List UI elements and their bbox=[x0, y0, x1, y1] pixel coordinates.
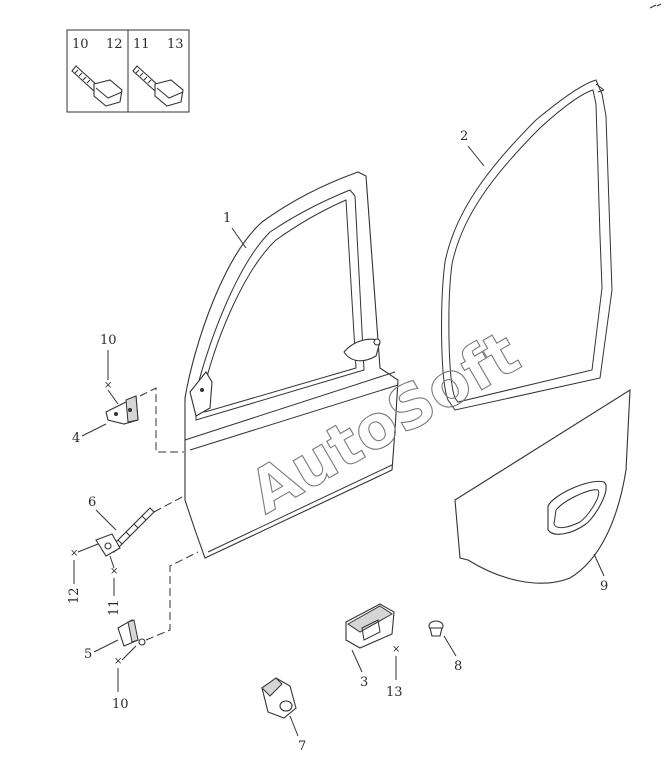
callout-1: 1 bbox=[223, 211, 231, 226]
bolt-icon-a bbox=[71, 65, 123, 107]
upper-hinge bbox=[105, 395, 139, 425]
leader-10-lower-a bbox=[121, 645, 137, 661]
leader-2 bbox=[467, 145, 485, 167]
cross-10-lower: × bbox=[114, 656, 122, 667]
callout-12: 12 bbox=[67, 587, 82, 604]
cross-11: × bbox=[110, 566, 118, 577]
callout-10-upper: 10 bbox=[100, 333, 117, 348]
callout-4: 4 bbox=[72, 431, 80, 446]
lower-hinge bbox=[117, 619, 146, 647]
leader-11-a bbox=[109, 555, 115, 569]
leader-12-a bbox=[77, 543, 99, 553]
door-panel bbox=[184, 171, 399, 559]
callout-5: 5 bbox=[84, 647, 92, 662]
leader-3 bbox=[351, 649, 363, 673]
fastener-legend-box: 10 12 11 13 bbox=[66, 29, 190, 113]
callout-2: 2 bbox=[460, 129, 468, 144]
corner-mark bbox=[649, 3, 662, 9]
bolt-icon-b bbox=[132, 65, 184, 107]
check-dashed-link bbox=[153, 495, 185, 513]
callout-3: 3 bbox=[360, 675, 368, 690]
hinge-dashed-link-lower bbox=[145, 551, 199, 641]
cross-10-upper: × bbox=[104, 380, 112, 391]
leader-6 bbox=[95, 509, 117, 531]
callout-11: 11 bbox=[107, 599, 122, 616]
cross-12: × bbox=[70, 548, 78, 559]
leader-10-upper-b bbox=[107, 389, 119, 405]
callout-10-lower: 10 bbox=[112, 697, 129, 712]
hinge-dashed-link-upper bbox=[139, 387, 184, 453]
legend-label-11: 11 bbox=[133, 37, 150, 52]
leader-4 bbox=[81, 423, 107, 437]
water-shield bbox=[454, 388, 631, 584]
callout-7: 7 bbox=[298, 739, 306, 754]
leader-9 bbox=[593, 553, 605, 577]
grommet bbox=[428, 620, 444, 637]
legend-label-12: 12 bbox=[106, 37, 123, 52]
door-striker bbox=[345, 603, 395, 649]
leader-7 bbox=[289, 715, 299, 737]
weatherstrip bbox=[441, 79, 613, 411]
leader-5 bbox=[93, 639, 119, 653]
callout-13: 13 bbox=[386, 685, 403, 700]
legend-label-10: 10 bbox=[72, 37, 89, 52]
leader-1 bbox=[231, 227, 247, 249]
legend-label-13: 13 bbox=[167, 37, 184, 52]
cross-13: × bbox=[392, 644, 400, 655]
leader-8 bbox=[443, 635, 457, 657]
callout-9: 9 bbox=[600, 579, 608, 594]
bumper-stop bbox=[261, 677, 297, 719]
callout-8: 8 bbox=[454, 659, 462, 674]
callout-6: 6 bbox=[88, 495, 96, 510]
door-check bbox=[95, 507, 155, 557]
